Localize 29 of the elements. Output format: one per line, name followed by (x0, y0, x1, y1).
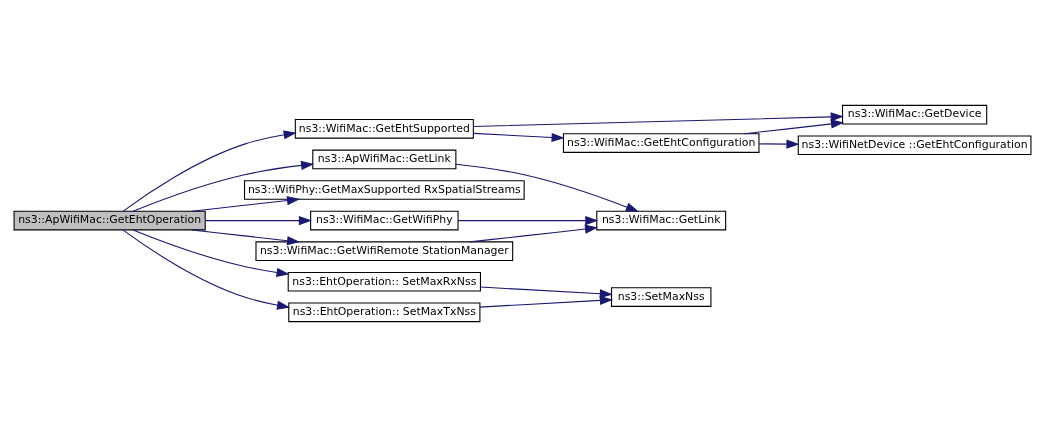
arrow (455, 163, 639, 212)
arrow (472, 132, 565, 143)
arrow (758, 139, 800, 149)
arrow (480, 286, 613, 299)
arrow (457, 216, 599, 226)
arrow (132, 229, 290, 277)
node-box: ns3::WifiMac::GetDevice (841, 104, 988, 125)
node-box: ns3::WifiMac::GetEhtSupported (294, 119, 474, 139)
arrow (469, 224, 599, 243)
arrow (744, 119, 845, 135)
node-box: ns3::SetMaxNss (610, 287, 712, 307)
arrow (479, 295, 613, 308)
node-box: ns3::WifiPhy::GetMaxSupported RxSpatialStreams (244, 180, 525, 200)
arrow (122, 130, 297, 212)
node-box: ns3::WifiNetDevice ::GetEhtConfiguration (797, 135, 1032, 156)
arrow (472, 112, 844, 128)
node-box: ns3::WifiMac::GetWifiPhy (310, 210, 459, 231)
node-box: ns3::ApWifiMac::GetLink (312, 149, 457, 170)
arrow (204, 216, 312, 226)
arrow (191, 229, 301, 246)
arrow (132, 160, 315, 212)
node-box: ns3::ApWifiMac::GetEhtOperation (13, 210, 206, 231)
arrow (191, 196, 301, 212)
node-box: ns3::WifiMac::GetLink (596, 210, 727, 231)
node-box: ns3::WifiMac::GetEhtConfiguration (562, 133, 760, 153)
node-box: ns3::WifiMac::GetWifiRemote StationManager (255, 241, 514, 261)
arrow (122, 229, 291, 310)
node-box: ns3::EhtOperation:: SetMaxRxNss (287, 271, 481, 292)
node-box: ns3::EhtOperation:: SetMaxTxNss (288, 302, 481, 323)
